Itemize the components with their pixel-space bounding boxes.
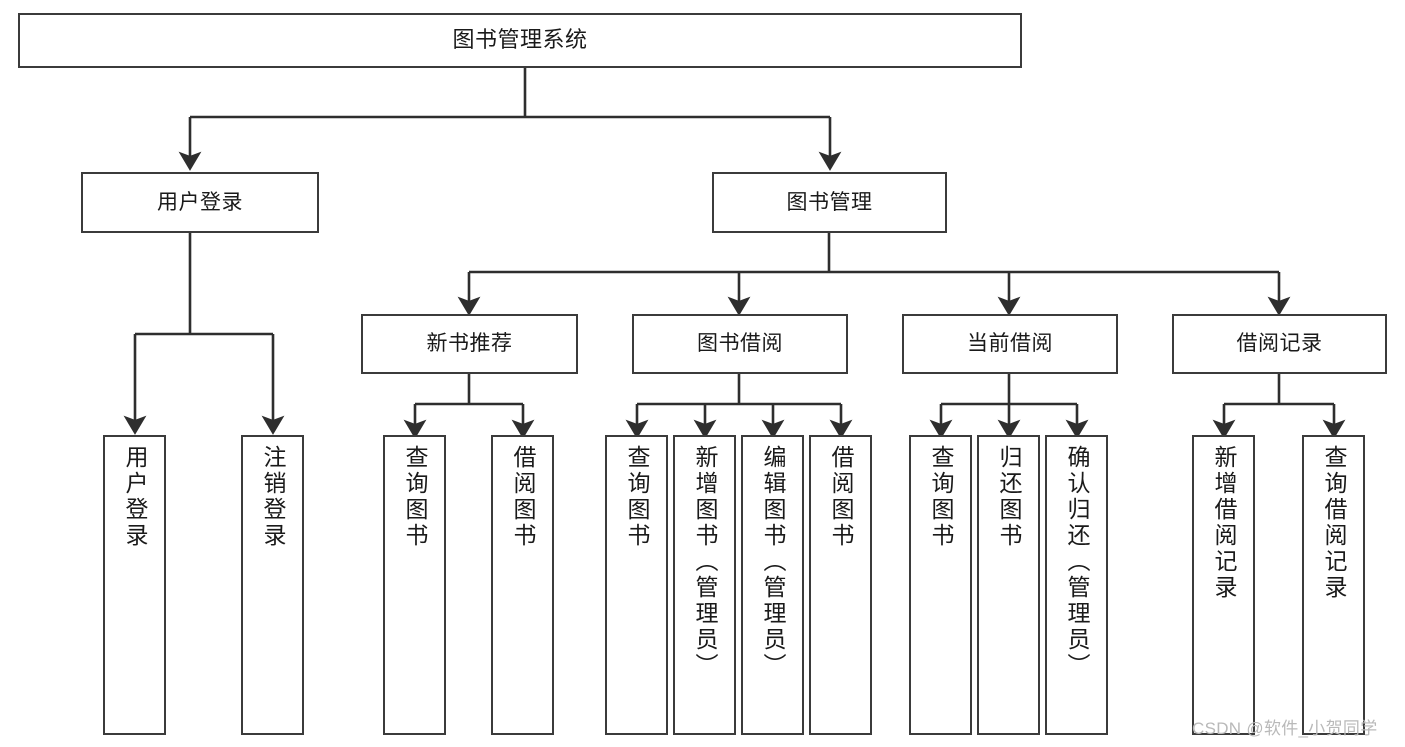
node-new-book-recommend[interactable]: 新书推荐 [361,314,578,374]
node-label: 新增借阅记录 [1211,445,1237,601]
leaf-query-book-2[interactable]: 查询图书 [605,435,668,735]
node-label: 借阅记录 [1236,332,1323,356]
node-label: 查询图书 [928,445,954,549]
node-book-borrow[interactable]: 图书借阅 [632,314,848,374]
leaf-edit-book[interactable]: 编辑图书（管理员） [741,435,804,735]
leaf-query-book-3[interactable]: 查询图书 [909,435,972,735]
node-root-system[interactable]: 图书管理系统 [18,13,1022,68]
node-label: 注销登录 [260,445,286,549]
node-label: 新增图书（管理员） [692,445,718,679]
node-label: 查询借阅记录 [1321,445,1347,601]
leaf-confirm-return[interactable]: 确认归还（管理员） [1045,435,1108,735]
node-borrow-record[interactable]: 借阅记录 [1172,314,1387,374]
node-label: 确认归还（管理员） [1064,445,1090,679]
node-label: 查询图书 [402,445,428,549]
leaf-add-record[interactable]: 新增借阅记录 [1192,435,1255,735]
leaf-query-record[interactable]: 查询借阅记录 [1302,435,1365,735]
leaf-borrow-book-2[interactable]: 借阅图书 [809,435,872,735]
node-current-borrow[interactable]: 当前借阅 [902,314,1118,374]
node-label: 新书推荐 [426,332,513,356]
leaf-borrow-book-1[interactable]: 借阅图书 [491,435,554,735]
node-label: 图书借阅 [697,332,783,356]
node-label: 借阅图书 [510,445,536,549]
node-label: 图书管理 [786,190,873,214]
leaf-logout-login[interactable]: 注销登录 [241,435,304,735]
leaf-return-book[interactable]: 归还图书 [977,435,1040,735]
csdn-watermark: CSDN @软件_小贺同学 [1192,719,1378,738]
node-book-manage[interactable]: 图书管理 [712,172,947,233]
node-label: 编辑图书（管理员） [760,445,786,679]
node-label: 当前借阅 [967,332,1053,356]
node-label: 借阅图书 [828,445,854,549]
node-label: 查询图书 [624,445,650,549]
leaf-add-book[interactable]: 新增图书（管理员） [673,435,736,735]
node-label: 用户登录 [122,445,148,549]
node-user-login[interactable]: 用户登录 [81,172,319,233]
leaf-user-login[interactable]: 用户登录 [103,435,166,735]
node-label: 归还图书 [996,445,1022,549]
node-label: 图书管理系统 [452,27,588,53]
node-label: 用户登录 [157,190,243,214]
leaf-query-book-1[interactable]: 查询图书 [383,435,446,735]
